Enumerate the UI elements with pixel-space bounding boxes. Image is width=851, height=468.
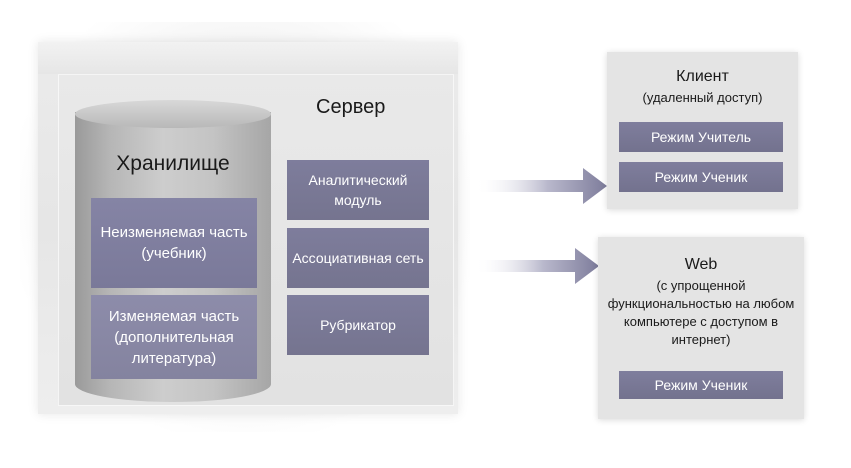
arrow-to-client-icon xyxy=(475,168,607,204)
module-label: Рубрикатор xyxy=(320,317,396,333)
storage-cylinder-top xyxy=(75,100,271,128)
mode-label: Режим Ученик xyxy=(654,377,748,393)
storage-block-mutable: Изменяемая часть (дополнительная литерат… xyxy=(91,295,257,379)
storage-block-label: Неизменяемая часть (учебник) xyxy=(100,224,248,262)
web-subtitle: (с упрощенной функциональностью на любом… xyxy=(607,278,795,347)
client-title: Клиент xyxy=(676,68,729,85)
web-title: Web xyxy=(684,256,718,273)
client-mode-student: Режим Ученик xyxy=(619,162,783,192)
module-label: Ассоциативная сеть xyxy=(292,250,424,266)
server-title: Сервер xyxy=(316,96,386,118)
module-label: Аналитический модуль xyxy=(308,172,408,208)
mode-label: Режим Учитель xyxy=(650,129,752,145)
mode-label: Режим Ученик xyxy=(654,169,748,185)
module-rubricator: Рубрикатор xyxy=(287,295,429,355)
arrow-to-web-icon xyxy=(475,248,599,284)
module-analytic: Аналитический модуль xyxy=(287,160,429,220)
storage-block-immutable: Неизменяемая часть (учебник) xyxy=(91,198,257,288)
module-associative-network: Ассоциативная сеть xyxy=(287,228,429,288)
storage-block-label: Изменяемая часть (дополнительная литерат… xyxy=(108,307,240,367)
storage-title: Хранилище xyxy=(116,152,230,175)
client-subtitle: (удаленный доступ) xyxy=(642,90,763,105)
client-mode-teacher: Режим Учитель xyxy=(619,122,783,152)
web-mode-student: Режим Ученик xyxy=(619,371,783,399)
server-box-top-face xyxy=(38,42,458,74)
